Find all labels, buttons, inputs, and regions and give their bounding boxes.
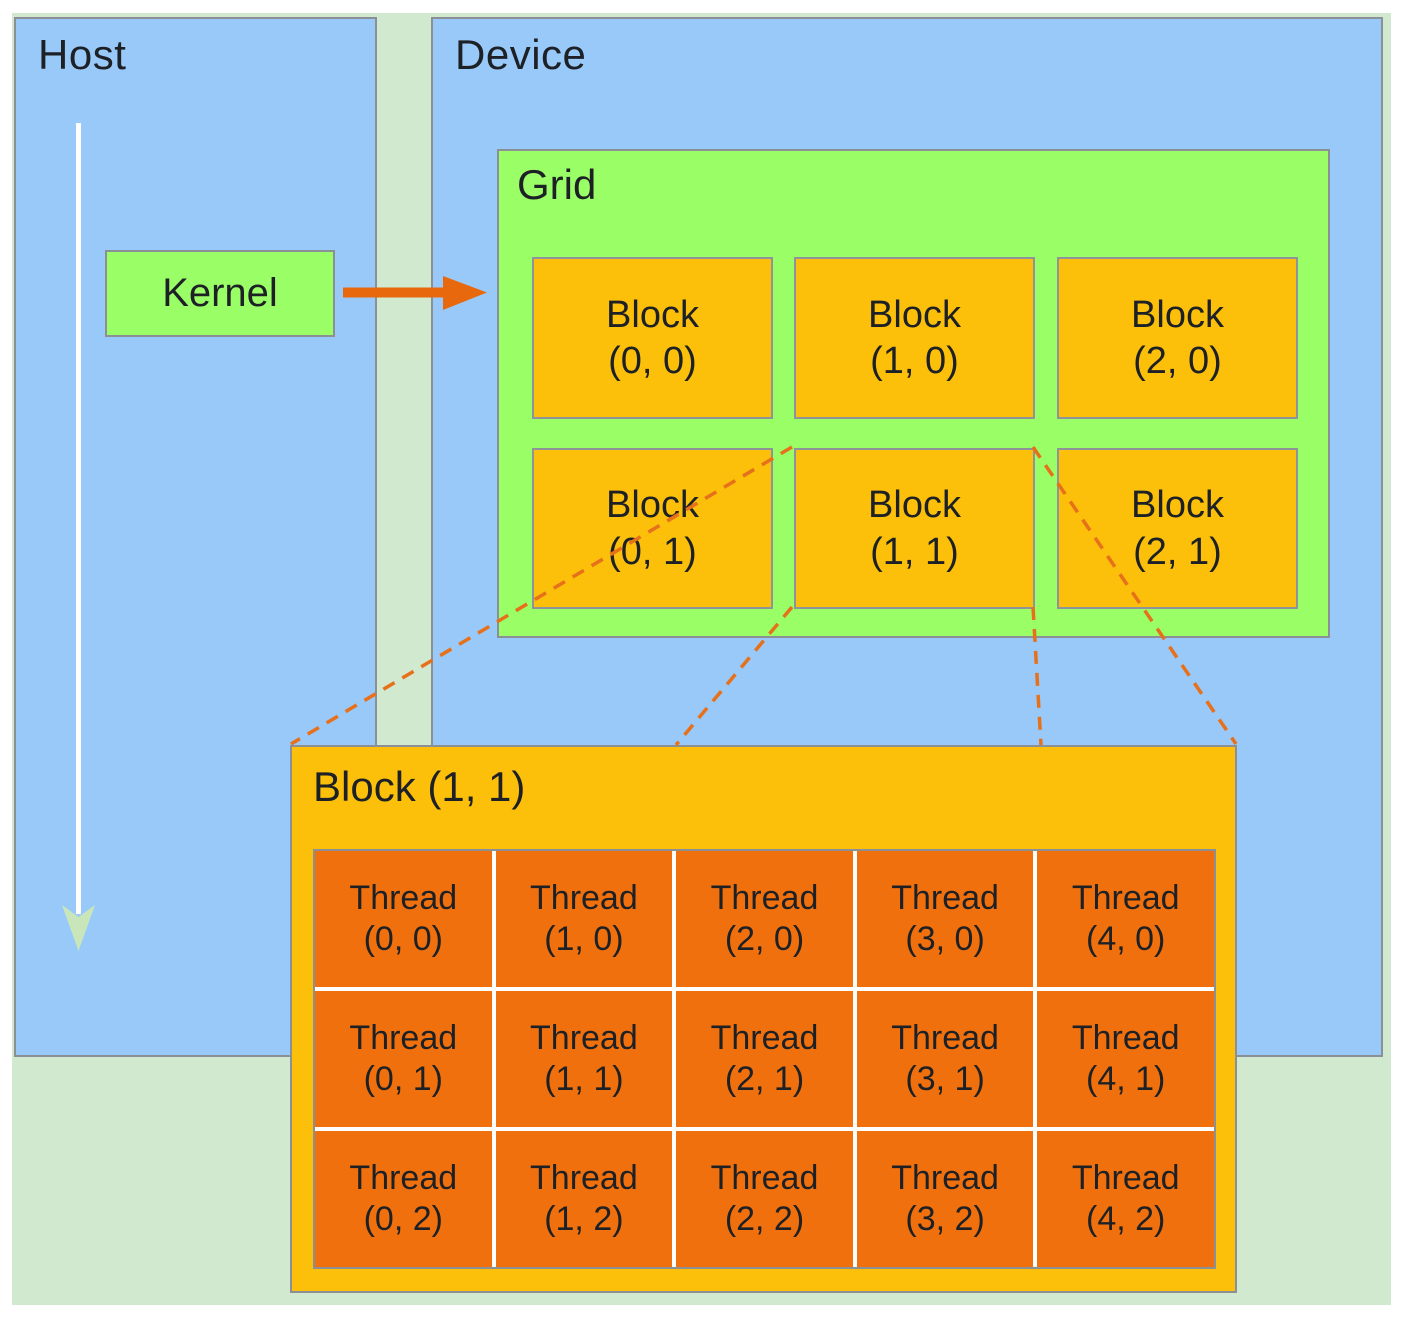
thread-name: Thread	[530, 878, 638, 917]
thread-0-1: Thread(0, 1)	[315, 991, 492, 1127]
block-1-1: Block (1, 1)	[794, 448, 1035, 609]
thread-grid: Thread(0, 0) Thread(1, 0) Thread(2, 0) T…	[313, 849, 1216, 1269]
thread-name: Thread	[1071, 1158, 1180, 1197]
thread-1-0: Thread(1, 0)	[495, 851, 673, 987]
block-coords: (0, 0)	[608, 340, 697, 382]
thread-3-0: Thread(3, 0)	[856, 851, 1034, 987]
thread-coords: (1, 1)	[544, 1060, 624, 1098]
thread-name: Thread	[891, 1158, 999, 1197]
thread-coords: (1, 2)	[544, 1200, 624, 1238]
thread-2-0: Thread(2, 0)	[676, 851, 853, 987]
block-coords: (1, 1)	[870, 530, 959, 573]
block-1-1-expanded: Block (1, 1) Thread(0, 0) Thread(1, 0) T…	[290, 745, 1237, 1293]
thread-name: Thread	[1071, 1018, 1180, 1057]
thread-0-0: Thread(0, 0)	[315, 851, 492, 987]
thread-name: Thread	[1071, 878, 1180, 917]
block-0-0: Block (0, 0)	[532, 257, 773, 419]
block-coords: (0, 1)	[608, 530, 697, 573]
thread-name: Thread	[891, 878, 999, 917]
thread-2-2: Thread(2, 2)	[676, 1131, 853, 1267]
thread-coords: (4, 1)	[1086, 1060, 1166, 1098]
thread-coords: (1, 0)	[544, 920, 624, 958]
thread-4-1: Thread(4, 1)	[1037, 991, 1214, 1127]
thread-1-2: Thread(1, 2)	[495, 1131, 673, 1267]
thread-0-2: Thread(0, 2)	[315, 1131, 492, 1267]
thread-coords: (2, 1)	[724, 1060, 805, 1098]
thread-coords: (0, 1)	[363, 1060, 443, 1098]
block-2-0: Block (2, 0)	[1057, 257, 1298, 419]
thread-coords: (3, 1)	[905, 1060, 985, 1098]
thread-coords: (2, 0)	[724, 920, 805, 958]
thread-name: Thread	[349, 1018, 458, 1057]
grid-box: Grid Block (0, 0) Block (1, 0) Block (2,…	[497, 149, 1330, 638]
thread-4-0: Thread(4, 0)	[1037, 851, 1214, 987]
thread-name: Thread	[349, 1158, 458, 1197]
block-2-1: Block (2, 1)	[1057, 448, 1298, 609]
thread-name: Thread	[891, 1018, 999, 1057]
kernel-box: Kernel	[105, 250, 335, 337]
grid-label: Grid	[517, 161, 597, 208]
block-name: Block	[1131, 293, 1224, 336]
thread-coords: (3, 2)	[905, 1200, 985, 1238]
block-0-1: Block (0, 1)	[532, 448, 773, 609]
block-name: Block	[1131, 484, 1224, 527]
thread-name: Thread	[530, 1158, 638, 1197]
thread-coords: (4, 2)	[1086, 1200, 1166, 1238]
thread-coords: (0, 2)	[363, 1200, 443, 1238]
thread-coords: (0, 0)	[363, 920, 443, 958]
thread-coords: (4, 0)	[1086, 920, 1166, 958]
thread-name: Thread	[349, 878, 458, 917]
thread-name: Thread	[710, 1018, 819, 1057]
block-name: Block	[606, 293, 699, 336]
block-name: Block	[606, 484, 699, 527]
block-coords: (1, 0)	[870, 340, 959, 382]
block-coords: (2, 0)	[1133, 340, 1222, 382]
thread-3-2: Thread(3, 2)	[856, 1131, 1034, 1267]
device-label: Device	[455, 31, 587, 78]
thread-4-2: Thread(4, 2)	[1037, 1131, 1214, 1267]
thread-3-1: Thread(3, 1)	[856, 991, 1034, 1127]
block-name: Block	[868, 293, 961, 336]
thread-2-1: Thread(2, 1)	[676, 991, 853, 1127]
block-name: Block	[868, 484, 961, 527]
host-label: Host	[38, 31, 127, 78]
block-1-1-expanded-label: Block (1, 1)	[313, 763, 526, 810]
block-coords: (2, 1)	[1133, 530, 1222, 573]
thread-coords: (3, 0)	[905, 920, 985, 958]
block-1-0: Block (1, 0)	[794, 257, 1035, 419]
thread-name: Thread	[710, 1158, 819, 1197]
thread-name: Thread	[710, 878, 819, 917]
thread-1-1: Thread(1, 1)	[495, 991, 673, 1127]
kernel-label: Kernel	[162, 271, 278, 315]
thread-coords: (2, 2)	[724, 1200, 805, 1238]
thread-name: Thread	[530, 1018, 638, 1057]
